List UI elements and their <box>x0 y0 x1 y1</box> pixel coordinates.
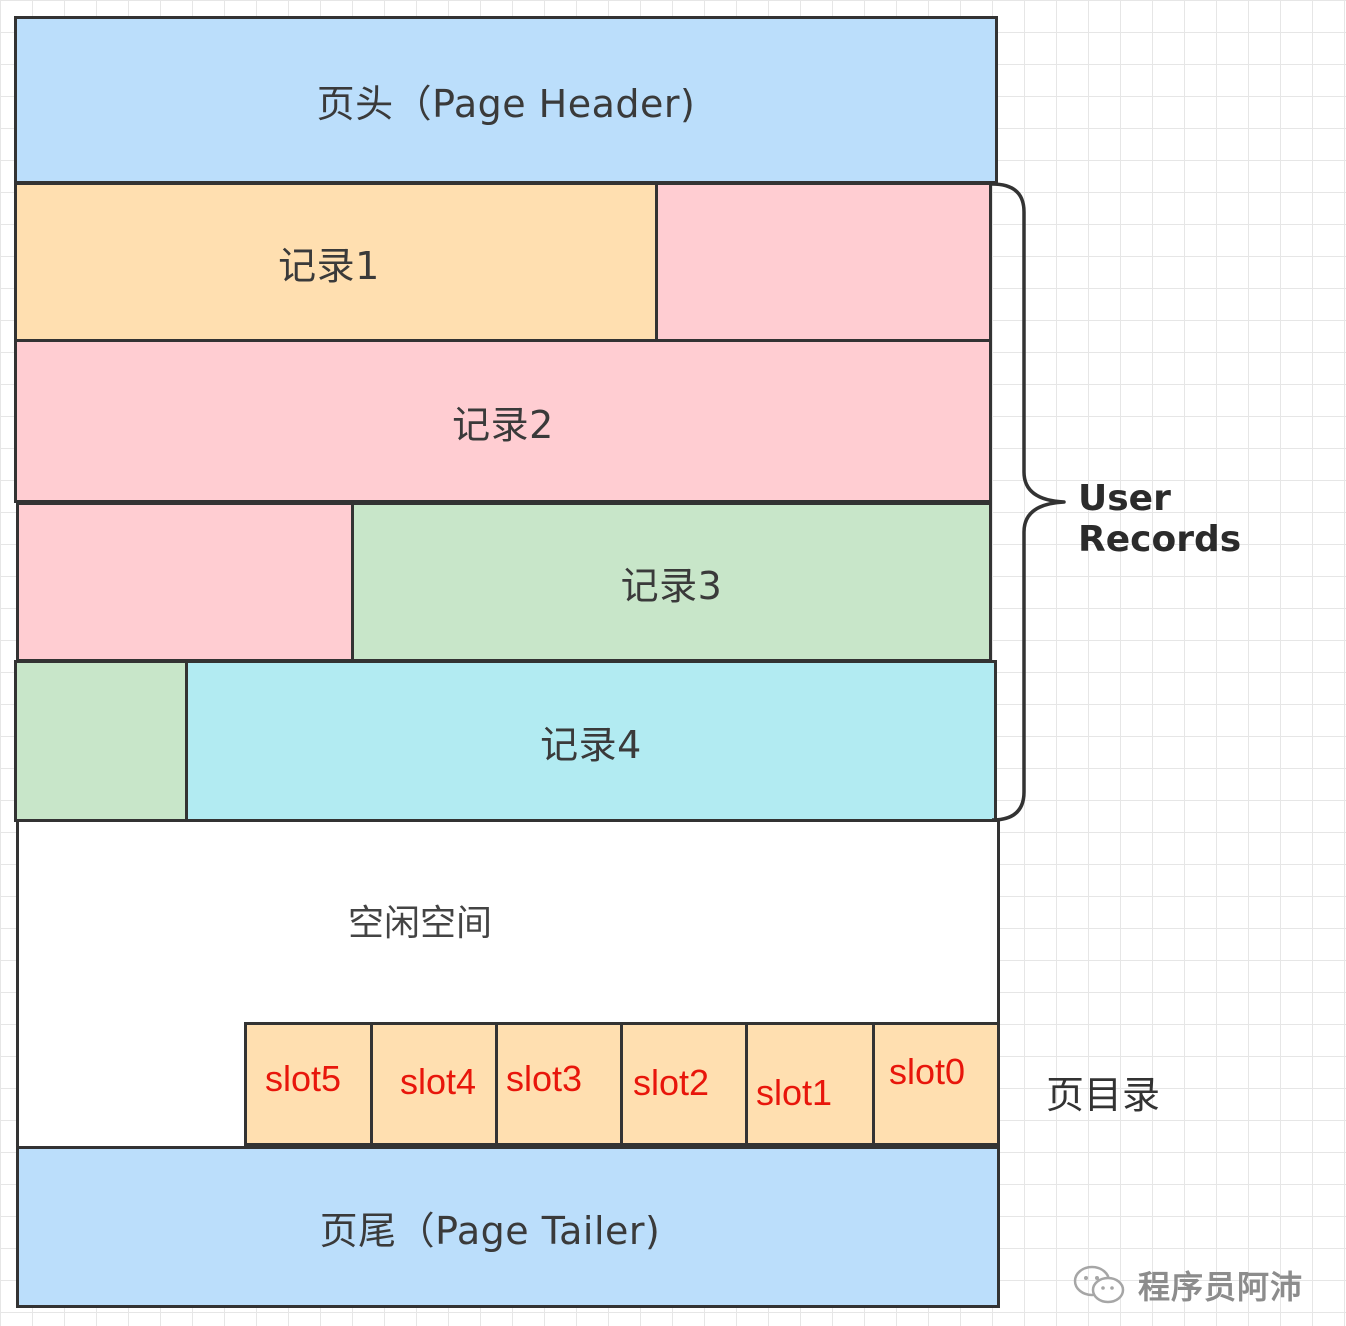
record-2-label: 记录2 <box>452 402 554 447</box>
record-2-block: 记录2 <box>14 339 992 503</box>
page-structure-diagram: 页头（Page Header) 记录1 记录2 记录3 记录4 空闲空间 slo… <box>14 16 1000 1308</box>
slot-0: slot0 <box>872 1022 1000 1146</box>
slot-1-label: slot1 <box>756 1072 833 1113</box>
page-header-label: 页头（Page Header) <box>316 81 696 126</box>
record-2-overflow <box>16 502 354 662</box>
user-records-brace <box>992 182 1066 822</box>
page-trailer-block: 页尾（Page Tailer) <box>16 1146 1000 1308</box>
slot-3: slot3 <box>495 1022 623 1146</box>
slot-1: slot1 <box>745 1022 875 1146</box>
slot-3-label: slot3 <box>506 1058 583 1099</box>
free-space-label: 空闲空间 <box>348 903 493 944</box>
page-directory-label: 页目录 <box>1046 1073 1161 1117</box>
record-3-label: 记录3 <box>620 563 723 608</box>
watermark-text: 程序员阿沛 <box>1138 1268 1304 1306</box>
slot-2-label: slot2 <box>633 1062 710 1103</box>
wechat-icon <box>1073 1265 1125 1304</box>
slot-4-label: slot4 <box>400 1061 477 1102</box>
slot-5-label: slot5 <box>265 1058 342 1099</box>
slot-5: slot5 <box>244 1022 373 1146</box>
record-1-remainder <box>655 182 992 342</box>
slot-2: slot2 <box>620 1022 748 1146</box>
slot-0-label: slot0 <box>889 1051 966 1092</box>
record-1-block: 记录1 <box>14 182 658 342</box>
user-records-label: User Records <box>1078 478 1242 560</box>
watermark: 程序员阿沛 <box>1072 1262 1303 1308</box>
record-4-label: 记录4 <box>540 722 642 767</box>
record-4-block: 记录4 <box>185 660 997 822</box>
record-3-block: 记录3 <box>351 502 992 662</box>
record-1-label: 记录1 <box>278 243 380 288</box>
record-3-overflow <box>14 660 188 822</box>
page-trailer-label: 页尾（Page Tailer) <box>319 1208 661 1253</box>
slot-4: slot4 <box>370 1022 498 1146</box>
page-header-block: 页头（Page Header) <box>14 16 998 184</box>
